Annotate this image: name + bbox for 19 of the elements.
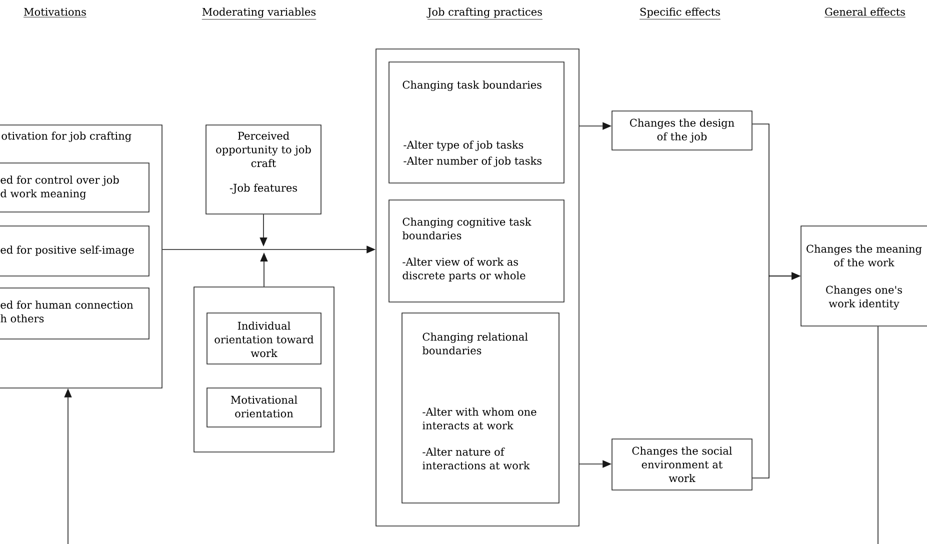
text-box: ed for positive self-image (0, 226, 150, 276)
text-box: Changing task boundaries -Alter type of job tasks -Alter number of job tasks (388, 62, 564, 184)
text-box: Motivational orientation (206, 388, 322, 428)
text-box: Changes the social environment at work (612, 438, 752, 490)
text-box: Changing cognitive task boundaries -Alter view of work as discrete parts or whole (388, 200, 564, 302)
text-box: Changes the meaning of the work Changes one's work identity (800, 226, 927, 326)
column-heading: General effects (824, 8, 906, 18)
column-heading: Motivations (23, 8, 87, 18)
column-heading: Moderating variables (202, 8, 316, 20)
column-heading: Job crafting practices (426, 8, 543, 20)
text-box: Perceived opportunity to job craft -Job features (206, 124, 322, 214)
text-box: ed for human connection h others (0, 288, 150, 340)
container-box (376, 48, 580, 526)
text-box: Changes the design of the job (612, 110, 752, 150)
text-box: Changing relational boundaries -Alter with whom one interacts at work -Alter nature of interactions at work (402, 312, 560, 504)
container-box (194, 286, 334, 452)
text-box: Individual orientation toward work (206, 312, 322, 364)
text-box: ed for control over job d work meaning (0, 162, 150, 212)
column-heading: Specific effects (639, 8, 721, 20)
